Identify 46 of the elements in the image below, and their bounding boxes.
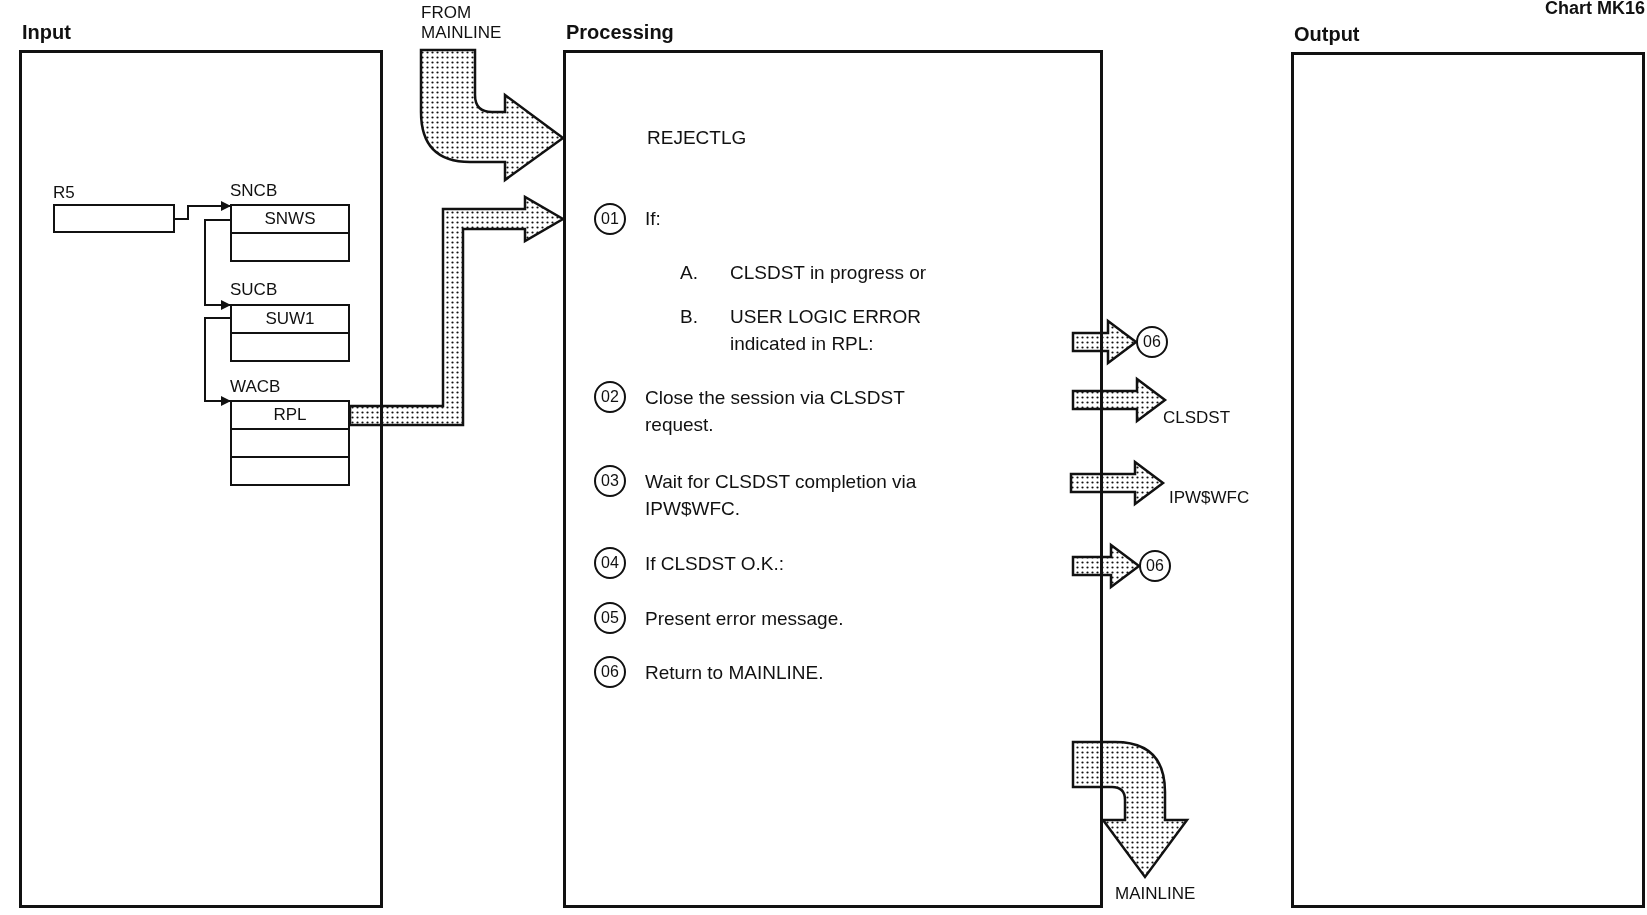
step-number-circle: 05 xyxy=(594,602,626,634)
connector-label: FROM MAINLINE xyxy=(421,3,521,47)
panel-heading: Input xyxy=(22,21,71,44)
step-text: CLSDST in progress or xyxy=(730,261,928,285)
step-number-circle: 04 xyxy=(594,547,626,579)
flow-arrow xyxy=(419,48,565,182)
flow-arrow xyxy=(348,194,566,427)
step-text: If: xyxy=(645,207,662,231)
flow-arrow xyxy=(1071,318,1139,366)
block-label: WACB xyxy=(230,377,281,397)
step-text: Wait for CLSDST completion via IPW$WFC. xyxy=(645,470,918,521)
flow-arrow xyxy=(1069,459,1166,507)
field-cell: SUW1 xyxy=(230,304,350,334)
pointer-arrow xyxy=(204,219,231,310)
step-number-circle: 06 xyxy=(1139,550,1171,582)
step-number-circle: 06 xyxy=(1136,326,1168,358)
pointer-arrow xyxy=(204,317,231,406)
control-block xyxy=(230,181,350,264)
step-text: B. xyxy=(680,305,699,329)
step-number-circle: 02 xyxy=(594,381,626,413)
step-text: A. xyxy=(680,261,699,285)
flow-arrow xyxy=(1071,740,1189,879)
flow-arrow xyxy=(1071,542,1142,590)
field-cell: SNWS xyxy=(230,204,350,234)
block-label: SUCB xyxy=(230,280,278,300)
flow-arrow xyxy=(1071,376,1168,424)
block-label: SNCB xyxy=(230,181,278,201)
connector-label: MAINLINE xyxy=(1115,884,1215,904)
panel-heading: Processing xyxy=(566,21,674,44)
step-text: Return to MAINLINE. xyxy=(645,661,825,685)
step-number-circle: 01 xyxy=(594,203,626,235)
panel-heading: Output xyxy=(1294,23,1360,46)
chart-id: Chart MK16 xyxy=(1544,0,1645,19)
step-text: If CLSDST O.K.: xyxy=(645,552,786,576)
step-text: USER LOGIC ERROR indicated in RPL: xyxy=(730,305,923,356)
register xyxy=(53,183,175,233)
step-number-circle: 06 xyxy=(594,656,626,688)
step-text: Close the session via CLSDST request. xyxy=(645,386,906,437)
step-number-circle: 03 xyxy=(594,465,626,497)
step-text: Present error message. xyxy=(645,607,845,631)
connector-label: IPW$WFC xyxy=(1169,488,1259,508)
routine-name: REJECTLG xyxy=(647,126,747,150)
pointer-arrow xyxy=(174,201,231,220)
connector-label: CLSDST xyxy=(1163,408,1243,428)
block-label: R5 xyxy=(53,183,75,203)
control-block xyxy=(230,280,350,364)
